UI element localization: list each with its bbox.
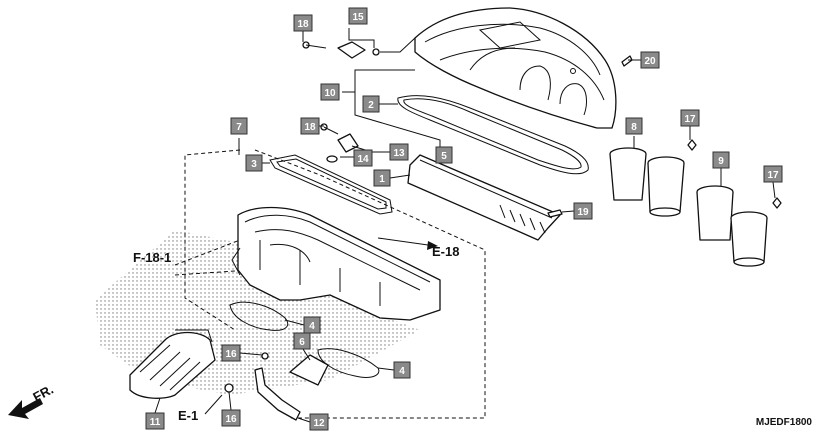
front-direction-arrow: FR. bbox=[8, 382, 56, 419]
svg-text:8: 8 bbox=[631, 122, 637, 133]
svg-text:3: 3 bbox=[251, 159, 257, 170]
callout-17-a: 17 bbox=[680, 109, 700, 127]
svg-text:4: 4 bbox=[309, 321, 315, 332]
svg-text:13: 13 bbox=[393, 148, 405, 159]
callout-3: 3 bbox=[245, 154, 263, 172]
arrow-icon bbox=[8, 398, 43, 419]
air-filter-element bbox=[407, 154, 561, 241]
funnel-pair-8 bbox=[609, 147, 685, 217]
svg-text:18: 18 bbox=[297, 19, 309, 30]
reference-e18: E-18 bbox=[377, 237, 459, 259]
callout-17-b: 17 bbox=[763, 165, 783, 183]
reference-f18-1-label: F-18-1 bbox=[133, 250, 171, 265]
drain-tube bbox=[254, 367, 301, 421]
reference-e18-label: E-18 bbox=[432, 244, 459, 259]
small-parts bbox=[224, 41, 782, 393]
callout-4-lower: 4 bbox=[393, 361, 411, 379]
svg-text:17: 17 bbox=[767, 170, 779, 181]
intake-funnel bbox=[129, 329, 216, 399]
svg-text:12: 12 bbox=[313, 418, 325, 429]
svg-text:2: 2 bbox=[368, 100, 374, 111]
svg-text:7: 7 bbox=[236, 122, 242, 133]
housing-seal bbox=[269, 154, 393, 215]
callout-18-top: 18 bbox=[293, 14, 313, 32]
reference-e1: E-1 bbox=[178, 408, 198, 423]
assembly-outline-left bbox=[174, 149, 486, 419]
reference-e1-label: E-1 bbox=[178, 408, 198, 423]
callout-5: 5 bbox=[435, 146, 453, 164]
callout-10: 10 bbox=[320, 83, 340, 101]
reference-f18-1: F-18-1 bbox=[133, 250, 171, 265]
callout-13: 13 bbox=[389, 143, 409, 161]
callout-4-upper: 4 bbox=[303, 316, 321, 334]
callout-8: 8 bbox=[625, 117, 643, 135]
funnel-pair-9 bbox=[696, 185, 768, 267]
callout-16-lower: 16 bbox=[221, 409, 241, 427]
callout-16-upper: 16 bbox=[221, 344, 241, 362]
svg-text:9: 9 bbox=[718, 156, 724, 167]
gasket-ring-lower bbox=[317, 348, 380, 378]
callout-6: 6 bbox=[293, 332, 311, 350]
svg-text:17: 17 bbox=[684, 114, 696, 125]
svg-text:20: 20 bbox=[644, 56, 656, 67]
front-direction-label: FR. bbox=[30, 382, 56, 405]
cover-gasket bbox=[397, 95, 589, 175]
svg-text:18: 18 bbox=[304, 122, 316, 133]
diagram-code-label: MJEDF1800 bbox=[755, 417, 812, 428]
svg-text:14: 14 bbox=[357, 154, 369, 165]
callout-7: 7 bbox=[230, 117, 248, 135]
svg-text:16: 16 bbox=[225, 414, 237, 425]
svg-text:4: 4 bbox=[399, 366, 405, 377]
callout-12: 12 bbox=[309, 413, 329, 431]
svg-text:10: 10 bbox=[324, 88, 336, 99]
callout-2: 2 bbox=[362, 95, 380, 113]
svg-text:5: 5 bbox=[441, 151, 447, 162]
rubber-piece bbox=[289, 354, 329, 386]
callout-20: 20 bbox=[640, 51, 660, 69]
svg-text:16: 16 bbox=[225, 349, 237, 360]
callout-18-mid: 18 bbox=[300, 117, 320, 135]
callout-19: 19 bbox=[573, 202, 593, 220]
svg-text:11: 11 bbox=[150, 417, 161, 428]
svg-text:15: 15 bbox=[352, 12, 364, 23]
callout-15: 15 bbox=[348, 7, 368, 25]
svg-text:1: 1 bbox=[379, 174, 385, 185]
leader-lines bbox=[154, 28, 776, 423]
gasket-ring-upper bbox=[229, 301, 289, 331]
callout-1: 1 bbox=[373, 169, 391, 187]
callout-11: 11 bbox=[145, 412, 165, 430]
svg-text:6: 6 bbox=[299, 337, 305, 348]
air-cleaner-cover bbox=[414, 7, 617, 129]
callout-14: 14 bbox=[353, 149, 373, 167]
callout-9: 9 bbox=[712, 151, 730, 169]
svg-text:19: 19 bbox=[577, 207, 589, 218]
lower-housing bbox=[231, 206, 441, 321]
